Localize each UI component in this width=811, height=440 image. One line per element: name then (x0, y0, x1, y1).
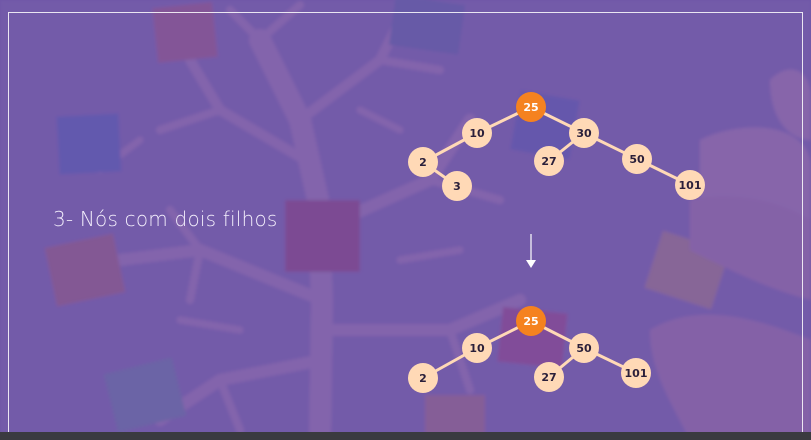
tree-after: 25 10 50 2 27 (408, 306, 651, 393)
node-after-101: 101 (621, 358, 651, 388)
node-after-50: 50 (569, 333, 599, 363)
node-25-label: 25 (523, 101, 538, 114)
tree-before-nodes: 25 10 30 2 3 (408, 92, 705, 201)
node-10: 10 (462, 118, 492, 148)
node-after-2-label: 2 (419, 372, 427, 385)
node-after-50-label: 50 (576, 342, 592, 355)
down-arrow-icon (526, 234, 536, 268)
node-after-27-label: 27 (541, 371, 556, 384)
node-after-27: 27 (534, 362, 564, 392)
node-25: 25 (516, 92, 546, 122)
node-50-label: 50 (629, 153, 645, 166)
tree-before: 25 10 30 2 3 (408, 92, 705, 201)
node-2: 2 (408, 147, 438, 177)
node-after-10-label: 10 (469, 342, 485, 355)
node-3-label: 3 (453, 180, 461, 193)
node-50: 50 (622, 144, 652, 174)
node-30-label: 30 (576, 127, 592, 140)
node-3: 3 (442, 171, 472, 201)
node-10-label: 10 (469, 127, 485, 140)
slide-title: 3- Nós com dois filhos (53, 207, 278, 231)
tree-after-nodes: 25 10 50 2 27 (408, 306, 651, 393)
node-30: 30 (569, 118, 599, 148)
player-bottom-bar (0, 432, 811, 440)
node-after-10: 10 (462, 333, 492, 363)
node-after-101-label: 101 (625, 367, 648, 380)
node-after-25: 25 (516, 306, 546, 336)
node-after-2: 2 (408, 363, 438, 393)
node-27: 27 (534, 146, 564, 176)
node-after-25-label: 25 (523, 315, 538, 328)
node-27-label: 27 (541, 155, 556, 168)
node-101: 101 (675, 170, 705, 200)
node-2-label: 2 (419, 156, 427, 169)
node-101-label: 101 (679, 179, 702, 192)
